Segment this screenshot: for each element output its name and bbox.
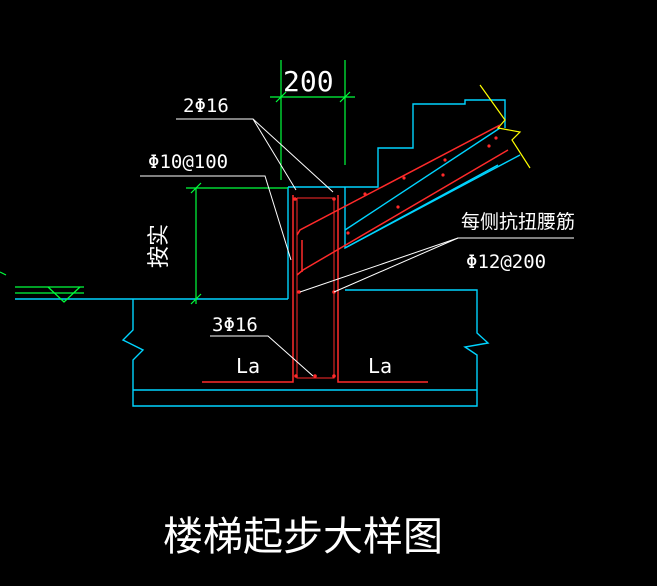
stair-break-marker	[479, 84, 531, 169]
dim-height-tick-top	[190, 182, 202, 194]
waist-note-label: 每侧抗扭腰筋	[461, 211, 575, 233]
leader-lines	[140, 118, 574, 377]
stair-top-line	[344, 127, 501, 231]
leader-top-bar-2	[252, 118, 334, 193]
dimension-lines	[186, 60, 355, 305]
leader-bottom-bar	[210, 335, 314, 377]
text-labels: 200 2Φ16 Φ10@100 按实 3Φ16 La La 每侧抗扭腰筋 Φ1…	[147, 65, 575, 560]
leader-waist-bar-2	[333, 237, 459, 293]
stirrup-label: Φ10@100	[148, 151, 228, 173]
stair-bottom-bar	[296, 149, 509, 276]
ground-level-marker	[0, 271, 84, 303]
stair-soffit	[344, 164, 499, 249]
concrete-outline	[15, 99, 521, 407]
bottom-bar-label: 3Φ16	[212, 314, 258, 336]
dim-200-tick-right	[339, 91, 351, 103]
dim-200-tick-left	[275, 91, 287, 103]
stair-top-bar	[296, 124, 501, 236]
top-bar-label: 2Φ16	[183, 95, 229, 117]
foundation-slab	[121, 289, 490, 407]
beam-left-bar	[202, 195, 294, 383]
beam-stirrup	[296, 197, 335, 379]
drawing-title: 楼梯起步大样图	[163, 514, 443, 560]
height-note-label: 按实	[147, 224, 172, 268]
waist-bar-label: Φ12@200	[466, 251, 546, 273]
rebar	[202, 124, 509, 383]
dim-200-label: 200	[283, 65, 334, 98]
stair-steps	[288, 99, 506, 188]
la-left-label: La	[236, 354, 260, 378]
dim-height-tick-bottom	[190, 293, 202, 305]
la-right-label: La	[368, 354, 392, 378]
rebar-dots	[293, 136, 498, 378]
leader-stirrup	[140, 175, 292, 261]
beam-right-bar	[337, 195, 428, 383]
